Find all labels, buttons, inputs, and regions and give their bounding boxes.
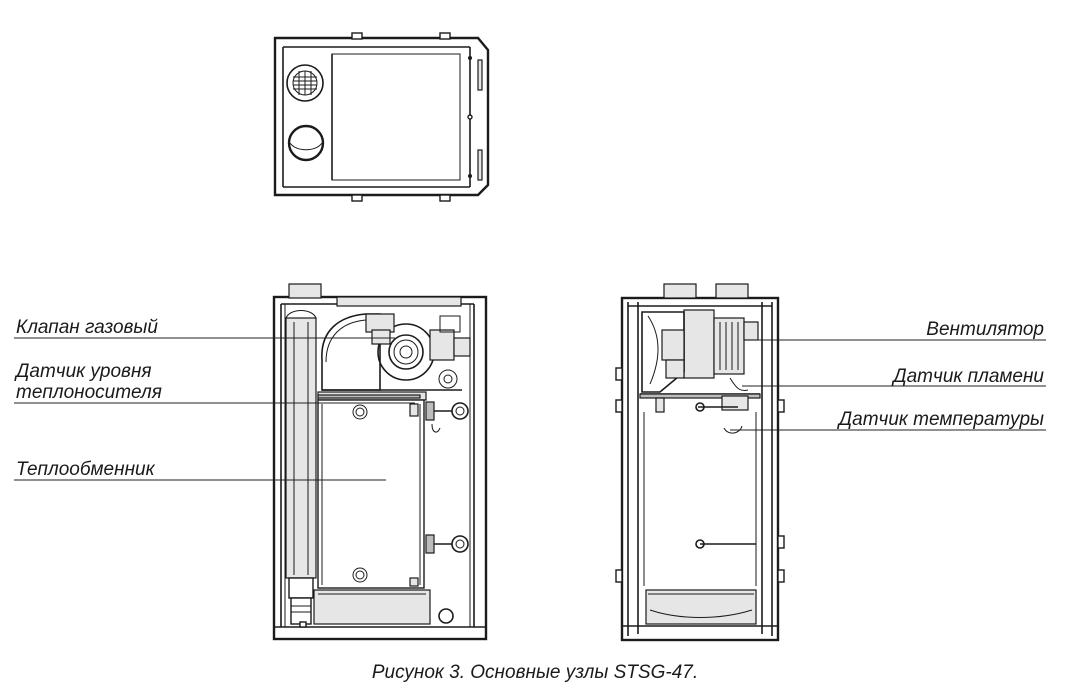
label-fan: Вентилятор: [926, 319, 1044, 340]
label-temperature-sensor: Датчик температуры: [837, 409, 1044, 430]
figure-caption: Рисунок 3. Основные узлы STSG-47.: [372, 662, 698, 683]
label-flame-sensor: Датчик пламени: [891, 366, 1044, 387]
label-level-sensor-line2: теплоносителя: [16, 382, 162, 403]
side-view: [615, 283, 785, 642]
label-level-sensor-line1: Датчик уровня: [14, 361, 152, 382]
top-view: [273, 32, 490, 202]
front-view: [272, 283, 488, 641]
label-gas-valve: Клапан газовый: [16, 317, 158, 338]
leader-lines: [14, 337, 1046, 481]
label-heat-exchanger: Теплообменник: [16, 459, 156, 480]
